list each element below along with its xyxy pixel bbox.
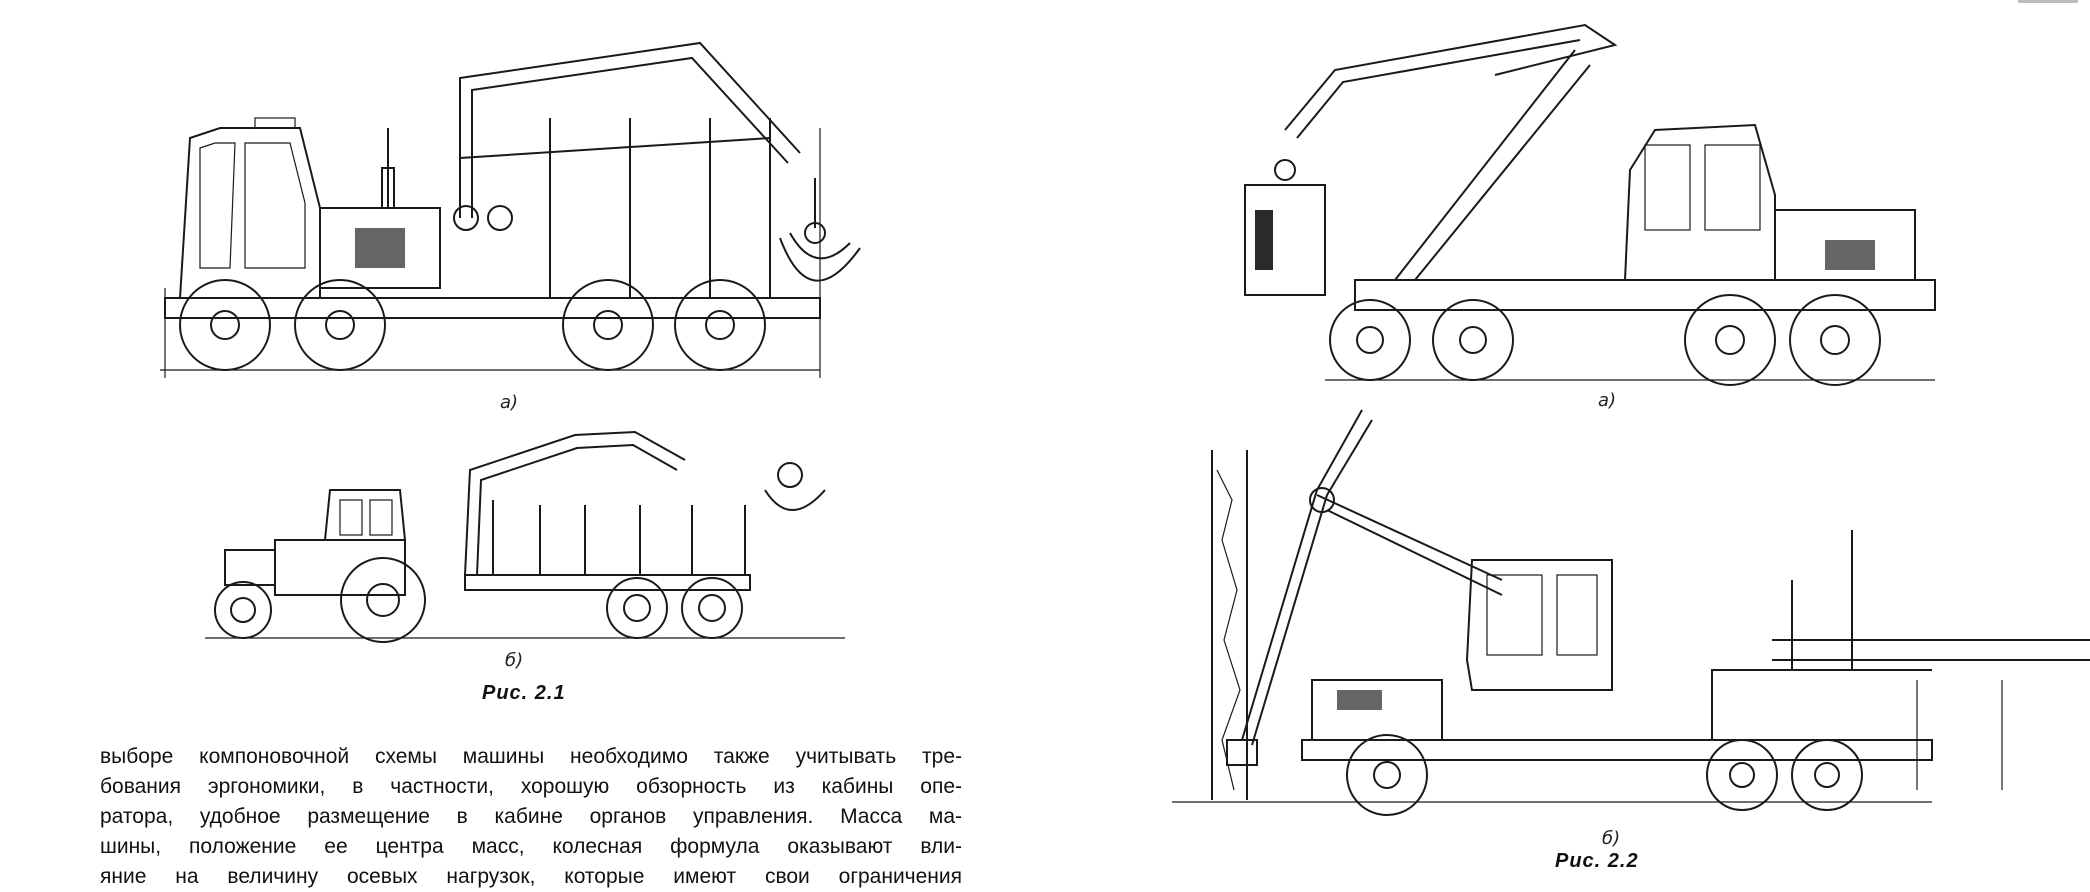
corner-scan-mark xyxy=(2018,0,2078,3)
figure-2-2-caption: Рис. 2.2 xyxy=(1555,850,1639,872)
figure-2-2b-feller-drawing xyxy=(1172,400,2090,820)
figure-2-2a-label: а) xyxy=(1598,390,1617,411)
paragraph-line: яние на величину осевых нагрузок, которы… xyxy=(100,865,962,888)
figure-2-1-caption: Рис. 2.1 xyxy=(482,682,566,704)
paragraph-line: выборе компоновочной схемы машины необхо… xyxy=(100,745,962,768)
figure-2-1b-tractor-trailer-drawing xyxy=(205,420,865,645)
figure-2-1a-forwarder-drawing xyxy=(160,18,900,378)
figure-2-1b-label: б) xyxy=(505,650,524,671)
figure-2-2b-label: б) xyxy=(1602,828,1621,849)
paragraph-line: шины, положение ее центра масс, колесная… xyxy=(100,835,962,858)
body-paragraph: выборе компоновочной схемы машины необхо… xyxy=(100,742,962,892)
paragraph-line: бования эргономики, в частности, хорошую… xyxy=(100,775,962,798)
figure-2-2a-harvester-drawing xyxy=(1235,20,1955,390)
paragraph-line: ратора, удобное размещение в кабине орга… xyxy=(100,805,962,828)
figure-2-1a-label: а) xyxy=(500,392,519,413)
